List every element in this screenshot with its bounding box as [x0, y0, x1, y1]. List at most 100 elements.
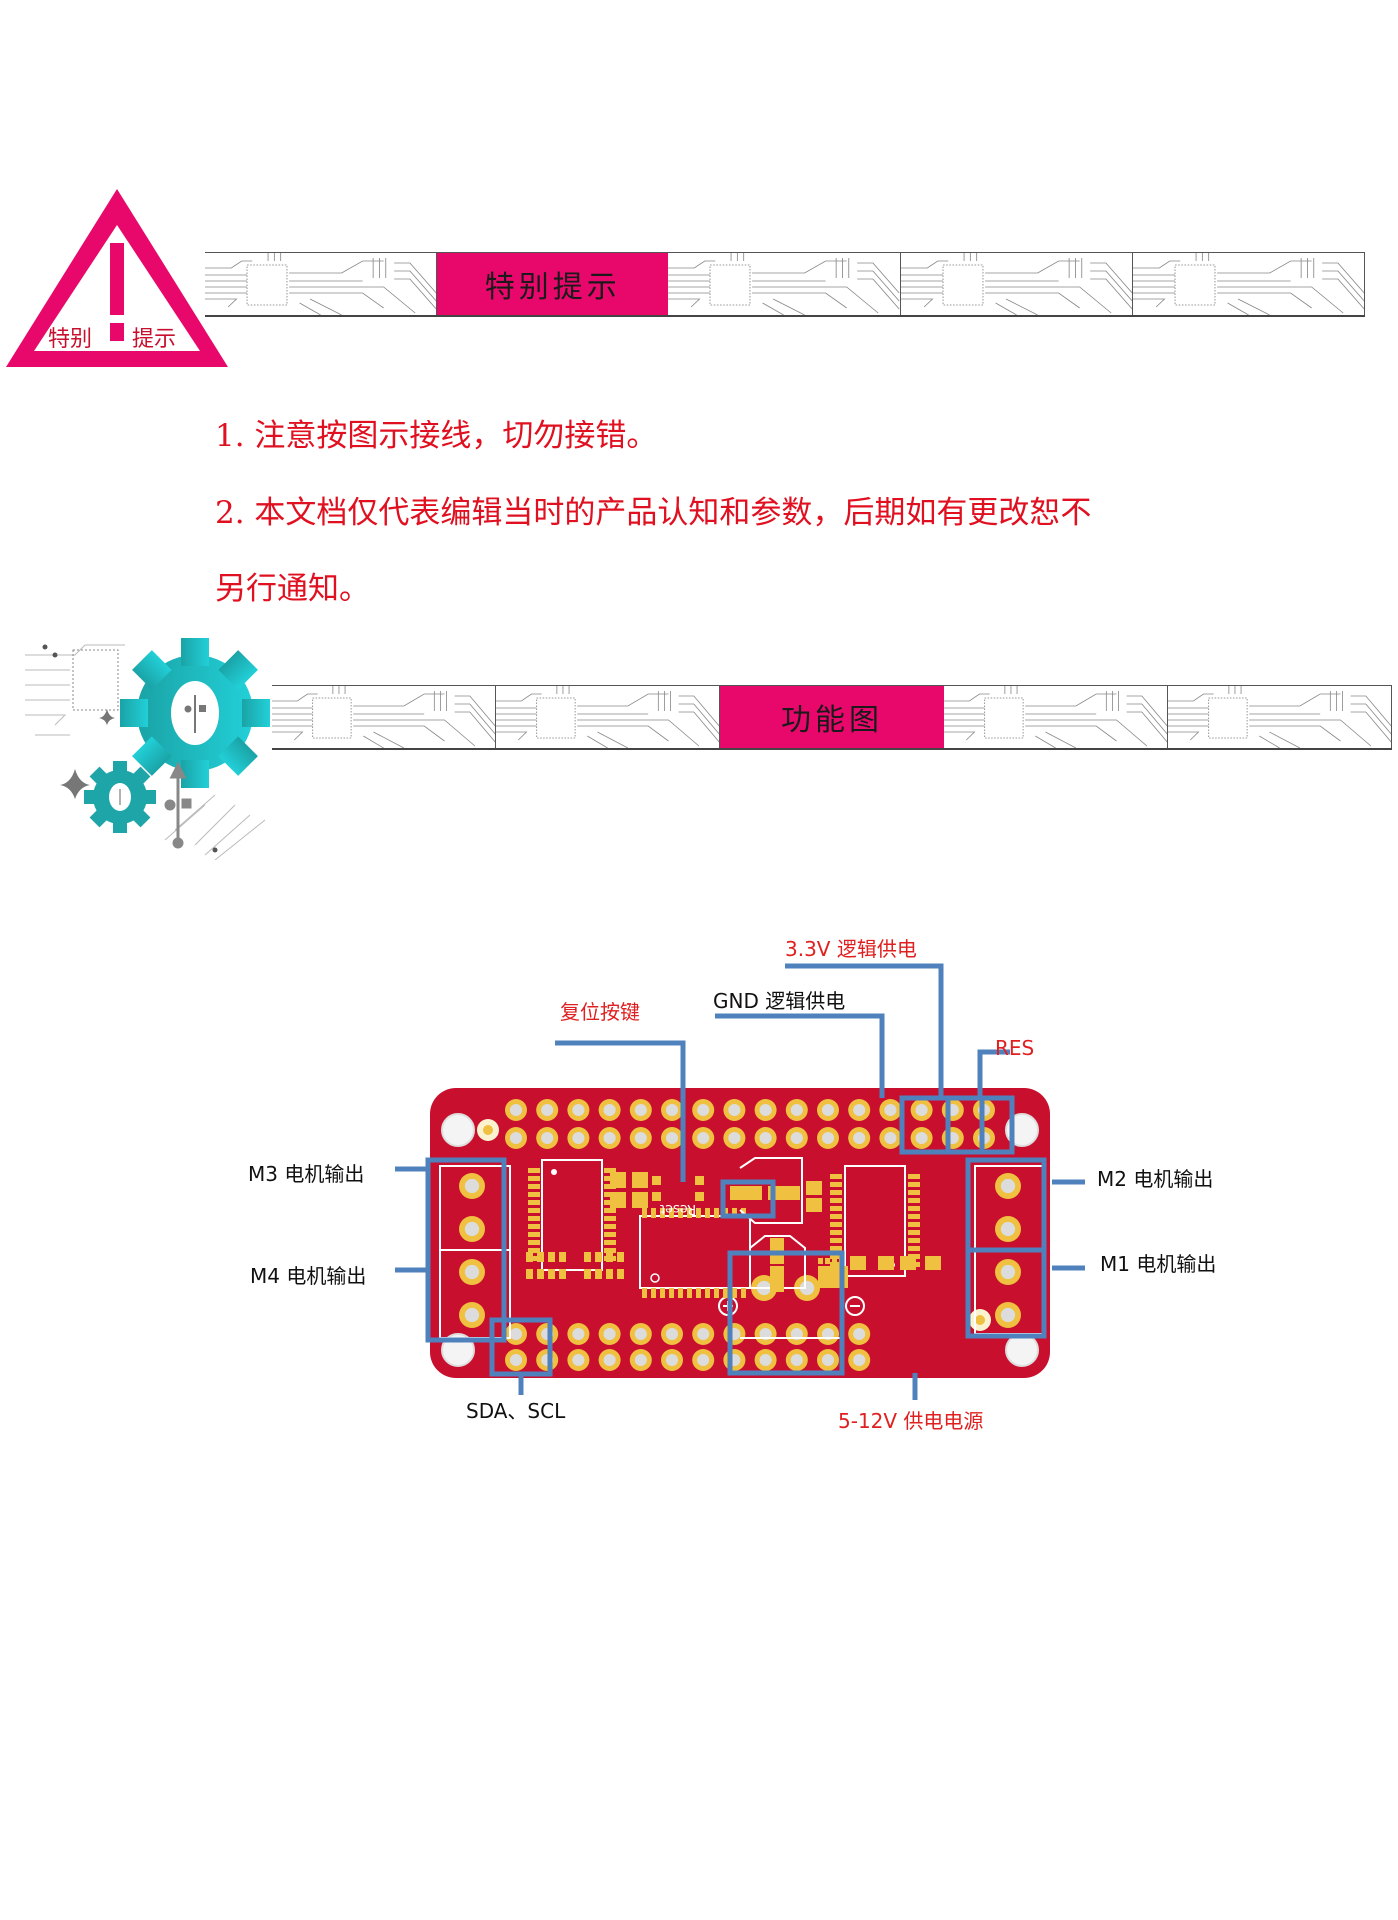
notice-line-3: 另行通知。	[215, 571, 370, 607]
ic-pad	[660, 1208, 665, 1218]
header-pin-hole	[509, 1131, 523, 1145]
header-pin-hole	[665, 1353, 679, 1367]
minus-marker-icon	[845, 1296, 865, 1316]
header-pin-hole	[697, 1103, 710, 1117]
gears-illustration	[15, 625, 295, 861]
resistor-pad	[606, 1252, 613, 1262]
header-pin-hole	[1000, 1307, 1016, 1323]
capacitor-outline	[749, 1235, 806, 1289]
ic-pad	[604, 1232, 616, 1237]
label-sda-scl: SDA、SCL	[466, 1399, 566, 1423]
resistor-pad	[617, 1269, 624, 1279]
pcb-board: Reset	[395, 963, 1085, 1400]
ic-pin1	[551, 1169, 557, 1175]
header-pin-hole	[1000, 1221, 1016, 1237]
header-pin-hole	[665, 1131, 679, 1145]
resistor-pad	[595, 1269, 602, 1279]
header-pin-hole	[790, 1103, 803, 1117]
warning-badge-right-text: 提示	[132, 327, 177, 352]
pcb-function-diagram: Reset 复位按键 GND 逻辑供电 3.3V 逻辑供电 RES M3 电机输…	[0, 900, 1398, 1440]
callout-box-res	[979, 1095, 1015, 1155]
reset-button-pad	[695, 1176, 704, 1185]
smd-pad	[878, 1256, 894, 1270]
header-pin-hole	[509, 1103, 523, 1117]
cap-pad	[632, 1172, 648, 1188]
mounting-hole	[441, 1113, 475, 1147]
ic-pad	[830, 1198, 842, 1203]
ic-pad	[528, 1224, 540, 1229]
ic-pad	[908, 1198, 920, 1203]
header-pin-hole	[884, 1103, 897, 1117]
leader-3v3	[785, 963, 944, 1098]
ic-pad	[528, 1184, 540, 1189]
header-pin-hole	[665, 1103, 679, 1117]
ic-pad	[830, 1206, 842, 1211]
notice-line-2: 2. 本文档仅代表编辑当时的产品认知和参数，后期如有更改恕不	[215, 495, 1092, 531]
ic-pad	[528, 1208, 540, 1213]
label-power-input: 5-12V 供电电源	[838, 1409, 984, 1433]
ic-pad	[642, 1208, 647, 1218]
ic-pad	[669, 1288, 674, 1298]
header-pin-hole	[853, 1131, 866, 1145]
label-m4-output: M4 电机输出	[250, 1264, 367, 1288]
ic-outline	[541, 1159, 603, 1271]
ic-pad	[908, 1182, 920, 1187]
ic-pad	[642, 1288, 647, 1298]
resistor-pad	[548, 1269, 555, 1279]
ic-pad	[528, 1176, 540, 1181]
header-pin-hole	[853, 1103, 866, 1117]
ic-pad	[705, 1288, 710, 1298]
ic-pad	[908, 1190, 920, 1195]
callout-box-m1	[965, 1247, 1047, 1339]
ic-pad	[678, 1208, 683, 1218]
header-pin-hole	[697, 1353, 710, 1367]
ic-pad	[604, 1224, 616, 1229]
ic-pad	[604, 1216, 616, 1221]
ic-pad	[696, 1288, 701, 1298]
ic-pad	[830, 1238, 842, 1243]
ic-pad	[908, 1222, 920, 1227]
ic-pad	[528, 1232, 540, 1237]
section-banner-function: 功能图	[272, 685, 1393, 750]
reset-button-pad	[652, 1176, 661, 1185]
header-pin-hole	[464, 1307, 480, 1323]
smd-pad	[850, 1256, 866, 1270]
header-pin-hole	[634, 1353, 647, 1367]
ic-pad	[714, 1208, 719, 1218]
circuit-pattern	[272, 686, 497, 748]
reset-button-pad	[695, 1192, 704, 1201]
label-m1-output: M1 电机输出	[1100, 1252, 1217, 1276]
resistor-pad	[526, 1252, 533, 1262]
header-pin-hole	[572, 1353, 585, 1367]
resistor-pad	[595, 1252, 602, 1262]
label-3v3-logic: 3.3V 逻辑供电	[785, 937, 917, 961]
header-pin-hole	[853, 1327, 866, 1341]
ic-pin1	[650, 1273, 660, 1283]
header-pin-hole	[821, 1103, 835, 1117]
ic-pad	[660, 1288, 665, 1298]
ic-pad	[687, 1288, 692, 1298]
circuit-traces-icon	[205, 253, 437, 315]
smd-pad	[900, 1256, 916, 1270]
ic-pad	[678, 1288, 683, 1298]
ic-pad	[528, 1256, 540, 1261]
warning-badge-left-text: 特别	[48, 327, 93, 352]
ic-pad	[651, 1288, 656, 1298]
cap-pad	[632, 1192, 648, 1208]
header-pin-hole	[759, 1103, 772, 1117]
label-res: RES	[995, 1036, 1035, 1060]
leader-gnd	[715, 1013, 885, 1098]
circuit-traces-icon	[943, 686, 1167, 748]
usb-icon	[184, 695, 206, 733]
callout-box-m3-m4	[425, 1157, 507, 1343]
cap-pad	[610, 1192, 626, 1208]
resistor-pad	[617, 1252, 624, 1262]
ic-pad	[741, 1288, 746, 1298]
circuit-pattern	[496, 686, 721, 748]
header-pin-hole	[603, 1103, 616, 1117]
regulator-pad	[818, 1258, 823, 1264]
label-reset-button: 复位按键	[560, 1000, 640, 1024]
header-pin-hole	[464, 1264, 480, 1280]
ic-outline	[844, 1165, 906, 1277]
ic-pad	[528, 1168, 540, 1173]
